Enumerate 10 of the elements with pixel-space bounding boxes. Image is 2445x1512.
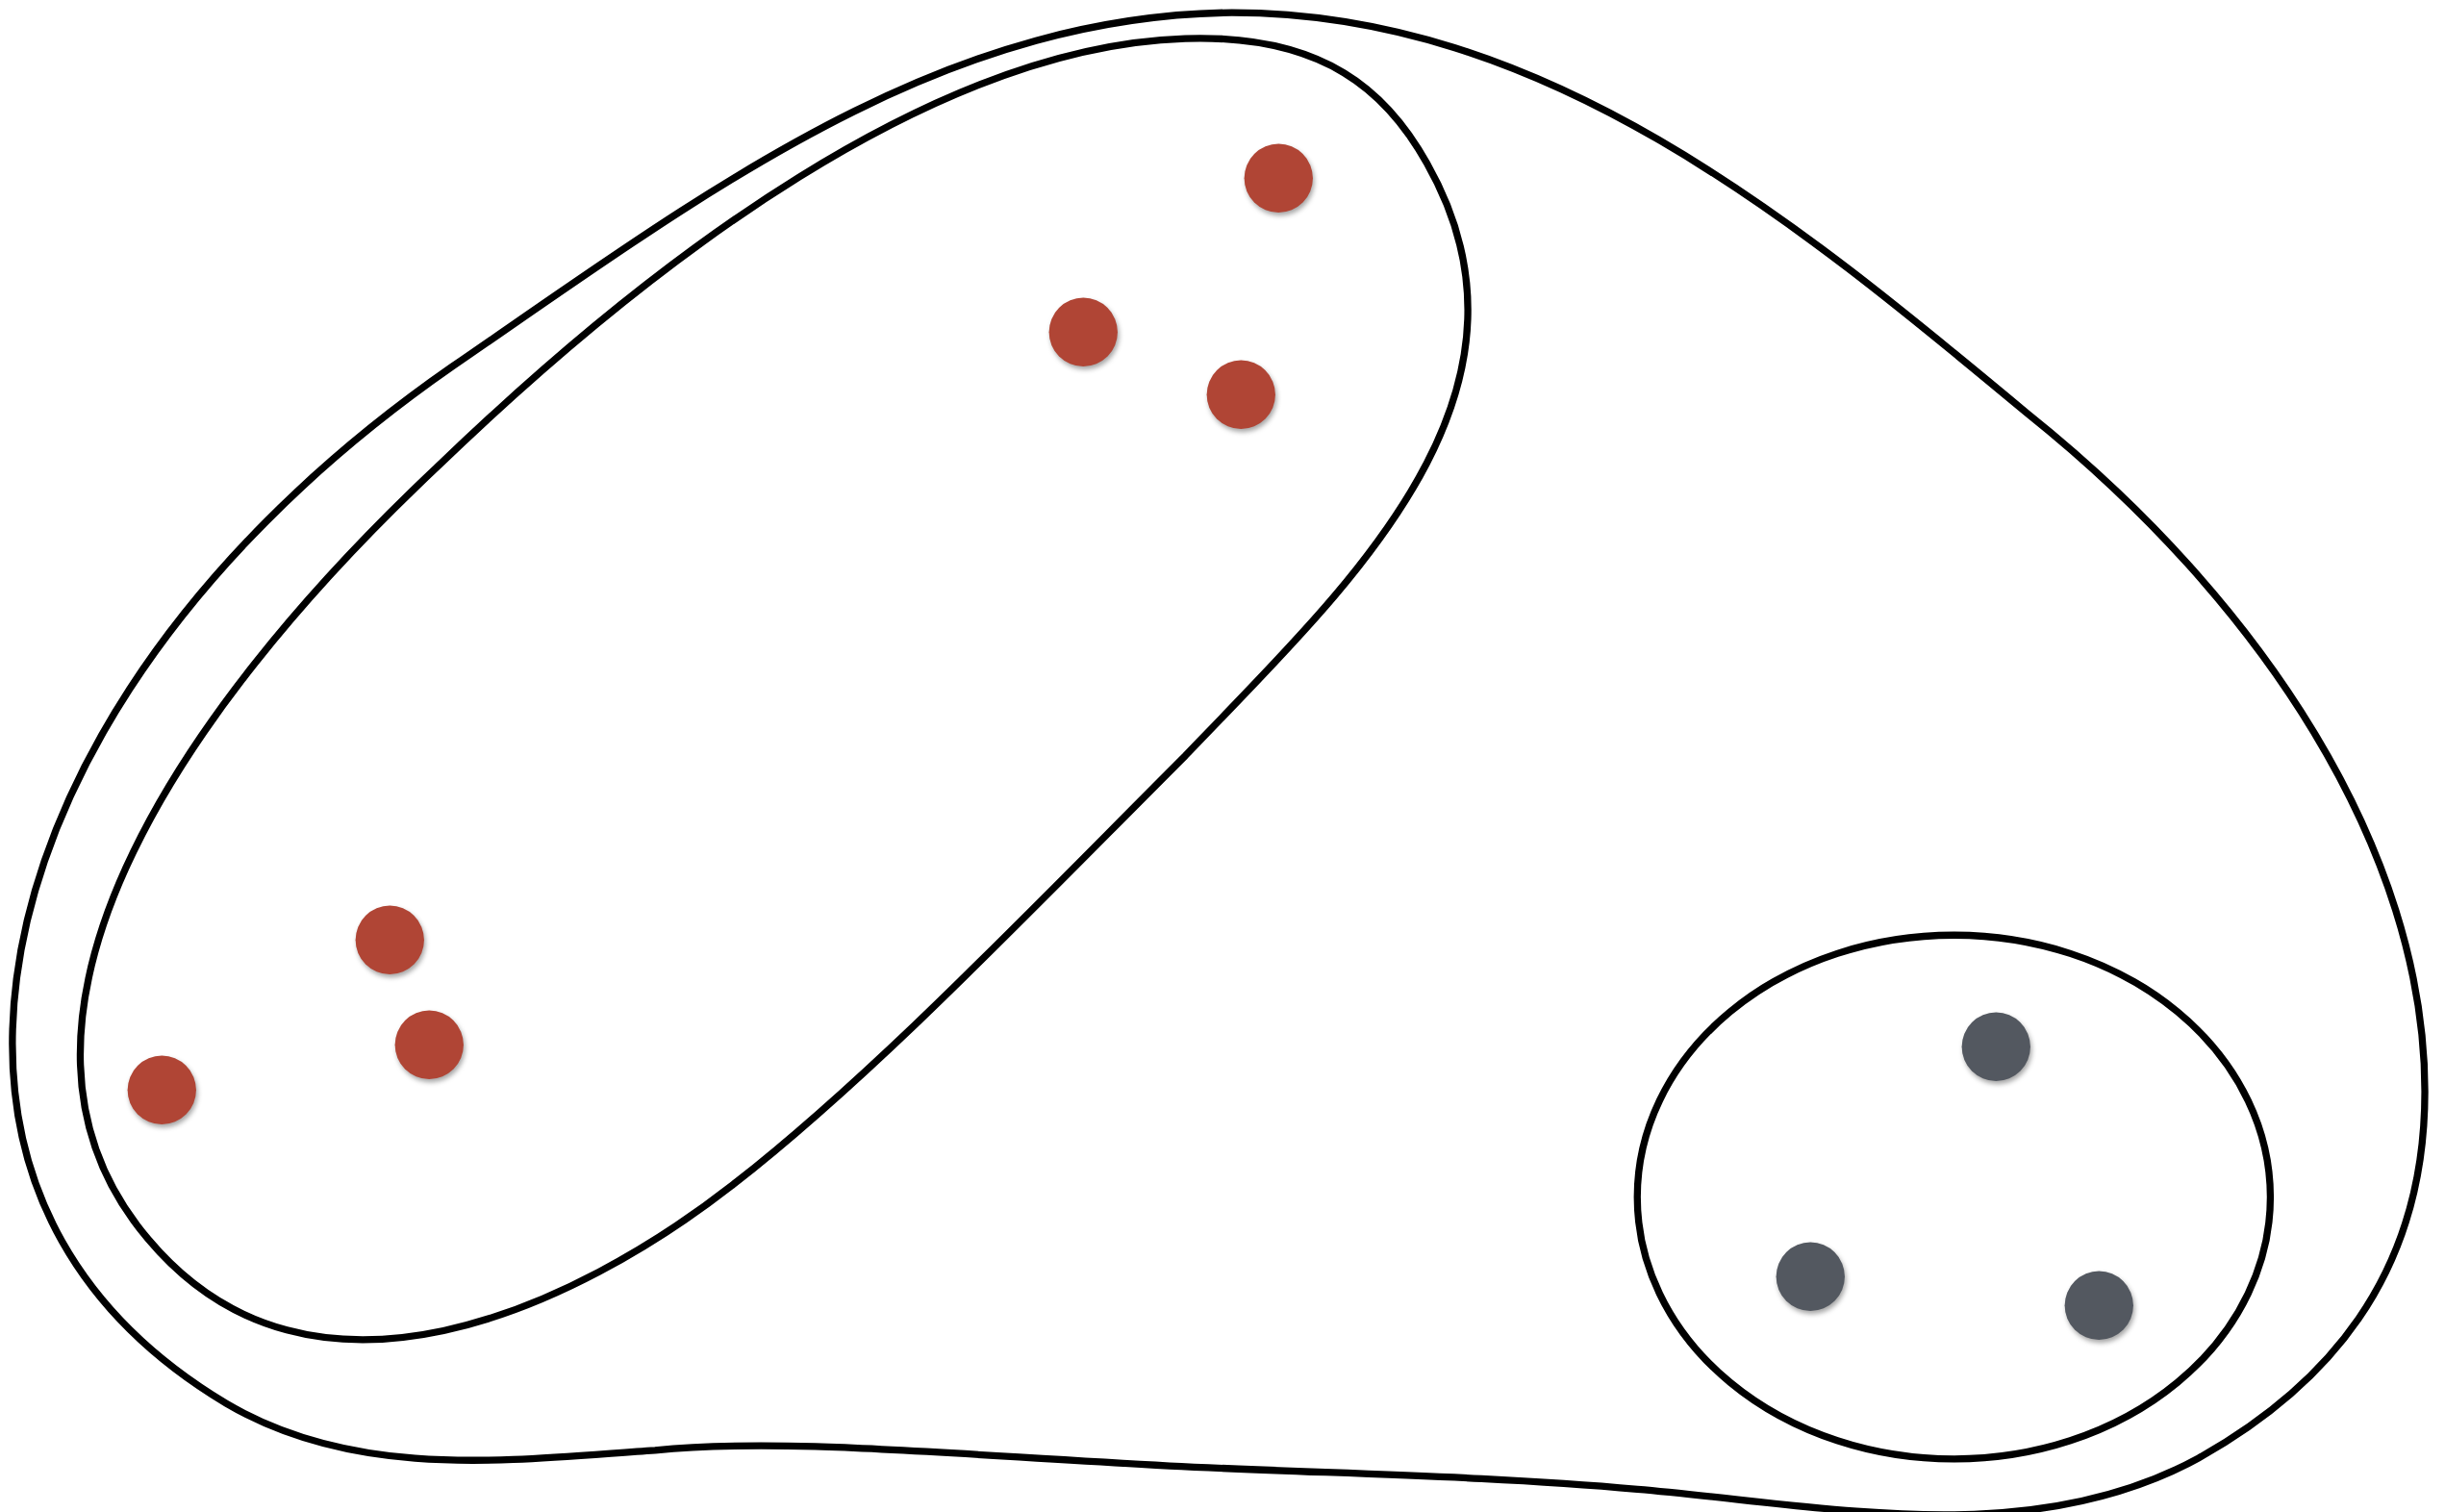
data-point — [126, 1053, 198, 1126]
data-point — [1959, 1010, 2032, 1083]
cluster-ellipse — [1634, 932, 2274, 1463]
data-point — [392, 1008, 466, 1081]
data-point — [1243, 141, 1315, 214]
data-point — [1047, 296, 1120, 368]
data-point — [354, 904, 426, 976]
data-point — [2062, 1269, 2135, 1342]
data-point — [1205, 358, 1277, 431]
data-point — [1774, 1241, 1847, 1313]
